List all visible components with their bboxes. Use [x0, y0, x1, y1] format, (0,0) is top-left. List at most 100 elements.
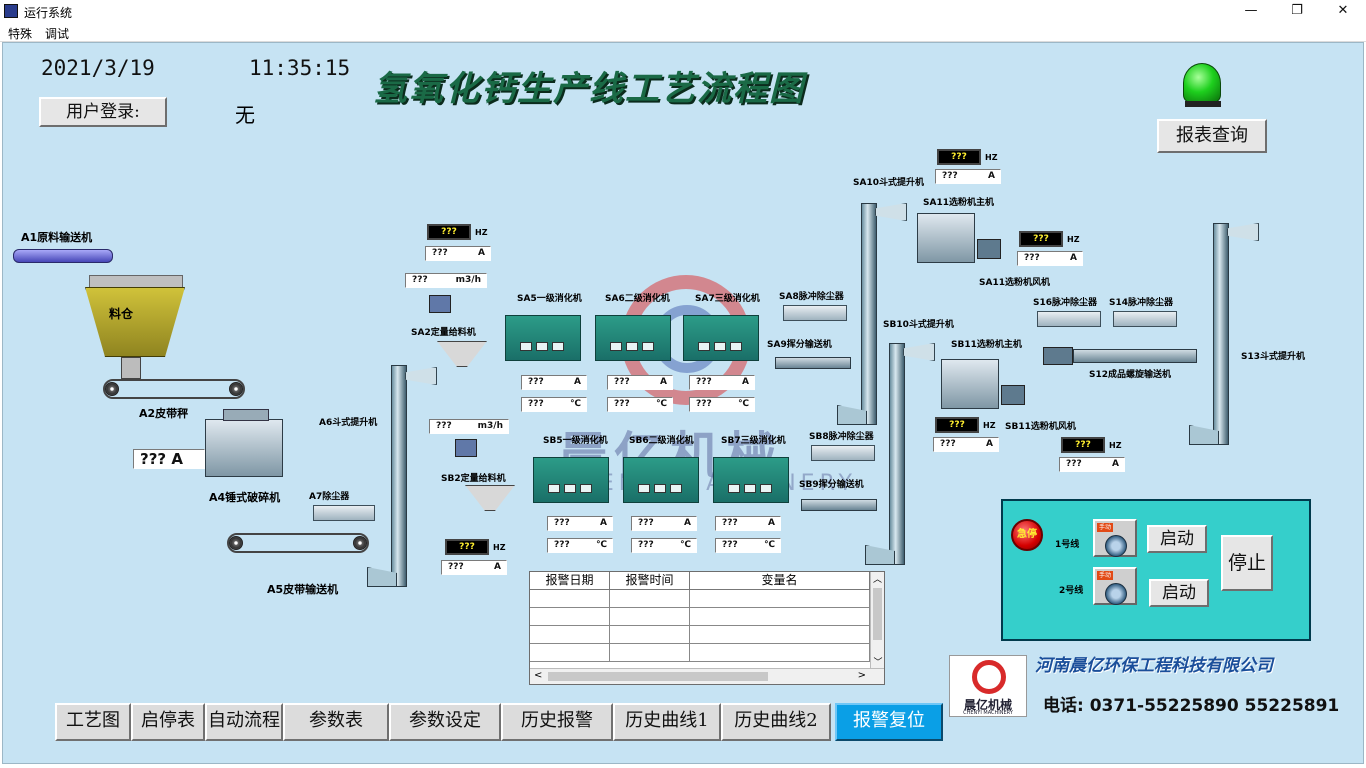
sb11-fan-label: SB11选粉机风机 [1005, 422, 1076, 432]
sb10-head [903, 343, 935, 361]
sa10-hz-unit: HZ [985, 153, 998, 162]
s12-screw-conveyor[interactable] [1073, 349, 1197, 363]
sb2-feeder[interactable] [465, 485, 515, 511]
a2-belt[interactable] [103, 379, 245, 399]
sb7-temp-readout: ???℃ [715, 538, 781, 553]
sb10-elevator[interactable] [889, 343, 905, 565]
alarm-table-hscroll[interactable]: < > [530, 668, 884, 684]
status-light-base [1185, 101, 1221, 107]
nav-alarm-reset[interactable]: 报警复位 [835, 703, 943, 741]
sa10-head [875, 203, 907, 221]
sa7-digester[interactable] [683, 315, 759, 361]
sa2-hz-display: ??? [427, 224, 471, 240]
a1-label: A1原料输送机 [21, 231, 93, 244]
sa5-current-readout: ???A [521, 375, 587, 390]
sa9-screw-conveyor[interactable] [775, 357, 851, 369]
sa6-digester[interactable] [595, 315, 671, 361]
sb6-label: SB6二级消化机 [629, 436, 694, 446]
alarm-table-vscroll[interactable]: ︿ ﹀ [870, 572, 884, 668]
s14-dust-collector[interactable] [1113, 311, 1177, 327]
maximize-button[interactable]: ❐ [1291, 3, 1303, 18]
sa7-current-readout: ???A [689, 375, 755, 390]
table-row[interactable] [530, 626, 884, 644]
report-query-button[interactable]: 报表查询 [1157, 119, 1267, 153]
nav-parameter-table[interactable]: 参数表 [283, 703, 389, 741]
menu-debug[interactable]: 调试 [45, 27, 70, 41]
nav-history-alarms[interactable]: 历史报警 [501, 703, 613, 741]
selector-knob-icon [1105, 583, 1127, 605]
bin-top [89, 275, 183, 289]
minimize-button[interactable]: — [1244, 3, 1258, 18]
sa11-separator[interactable] [917, 213, 975, 263]
nav-parameter-settings[interactable]: 参数设定 [389, 703, 501, 741]
scroll-down-icon[interactable]: ﹀ [873, 658, 883, 668]
a1-conveyor[interactable] [13, 249, 113, 263]
sa8-dust-collector[interactable] [783, 305, 847, 321]
nav-history-curve-2[interactable]: 历史曲线2 [721, 703, 831, 741]
a5-belt[interactable] [227, 533, 369, 553]
sb7-digester[interactable] [713, 457, 789, 503]
emergency-stop-button[interactable]: 急停 [1011, 519, 1043, 551]
sb2-feeder-motor-icon [455, 439, 477, 457]
alarm-table-header: 报警日期 报警时间 变量名 [530, 572, 884, 590]
s13-label: S13斗式提升机 [1241, 352, 1306, 362]
a2-label: A2皮带秤 [139, 407, 189, 420]
scroll-up-icon[interactable]: ︿ [872, 575, 882, 585]
nav-start-stop-table[interactable]: 启停表 [131, 703, 205, 741]
alarm-col-time: 报警时间 [610, 572, 690, 589]
date-display: 2021/3/19 [41, 56, 155, 80]
nav-process-diagram[interactable]: 工艺图 [55, 703, 131, 741]
s13-head [1227, 223, 1259, 241]
app-icon [4, 4, 18, 18]
a4-label: A4锤式破碎机 [209, 491, 281, 504]
user-login-button[interactable]: 用户登录: [39, 97, 167, 127]
login-user: 无 [235, 103, 255, 127]
a6-elevator[interactable] [391, 365, 407, 587]
sb6-digester[interactable] [623, 457, 699, 503]
bin[interactable] [85, 287, 185, 357]
s12-label: S12成品螺旋输送机 [1089, 370, 1172, 380]
alarm-col-variable: 变量名 [690, 572, 870, 589]
line2-selector-switch[interactable]: 手动 [1093, 567, 1137, 605]
a7-dust-collector[interactable] [313, 505, 375, 521]
s12-current-readout: ???A [1059, 457, 1125, 472]
menu-special[interactable]: 特殊 [8, 27, 33, 41]
sb9-label: SB9挥分输送机 [799, 480, 864, 490]
a4-crusher[interactable] [205, 419, 283, 477]
table-row[interactable] [530, 608, 884, 626]
sb2-hz-unit: HZ [493, 543, 506, 552]
sa6-temp-readout: ???℃ [607, 397, 673, 412]
sb11-separator[interactable] [941, 359, 999, 409]
selector-knob-icon [1105, 535, 1127, 557]
sa11-hz-unit: HZ [1067, 235, 1080, 244]
s16-dust-collector[interactable] [1037, 311, 1101, 327]
sb6-temp-readout: ???℃ [631, 538, 697, 553]
sa6-label: SA6二级消化机 [605, 294, 670, 304]
sb7-current-readout: ???A [715, 516, 781, 531]
sb8-dust-collector[interactable] [811, 445, 875, 461]
stop-button[interactable]: 停止 [1221, 535, 1273, 591]
s13-elevator[interactable] [1213, 223, 1229, 445]
scroll-thumb-vertical[interactable] [873, 588, 882, 640]
sb5-label: SB5一级消化机 [543, 436, 608, 446]
scroll-thumb-horizontal[interactable] [548, 672, 768, 681]
line1-selector-switch[interactable]: 手动 [1093, 519, 1137, 557]
sb11-main-label: SB11选粉机主机 [951, 340, 1022, 350]
sa10-label: SA10斗式提升机 [853, 178, 924, 188]
nav-history-curve-1[interactable]: 历史曲线1 [613, 703, 721, 741]
line1-start-button[interactable]: 启动 [1147, 525, 1207, 553]
sb9-screw-conveyor[interactable] [801, 499, 877, 511]
sa2-feeder[interactable] [437, 341, 487, 367]
sa10-elevator[interactable] [861, 203, 877, 425]
scroll-left-icon[interactable]: < [534, 670, 543, 681]
scroll-right-icon[interactable]: > [857, 670, 866, 681]
nav-auto-flow[interactable]: 自动流程 [205, 703, 283, 741]
table-row[interactable] [530, 590, 884, 608]
sa5-digester[interactable] [505, 315, 581, 361]
sb5-digester[interactable] [533, 457, 609, 503]
table-row[interactable] [530, 644, 884, 662]
close-button[interactable]: ✕ [1337, 3, 1349, 18]
sb11-fan-motor-icon [1001, 385, 1025, 405]
line2-start-button[interactable]: 启动 [1149, 579, 1209, 607]
s12-hz-unit: HZ [1109, 441, 1122, 450]
